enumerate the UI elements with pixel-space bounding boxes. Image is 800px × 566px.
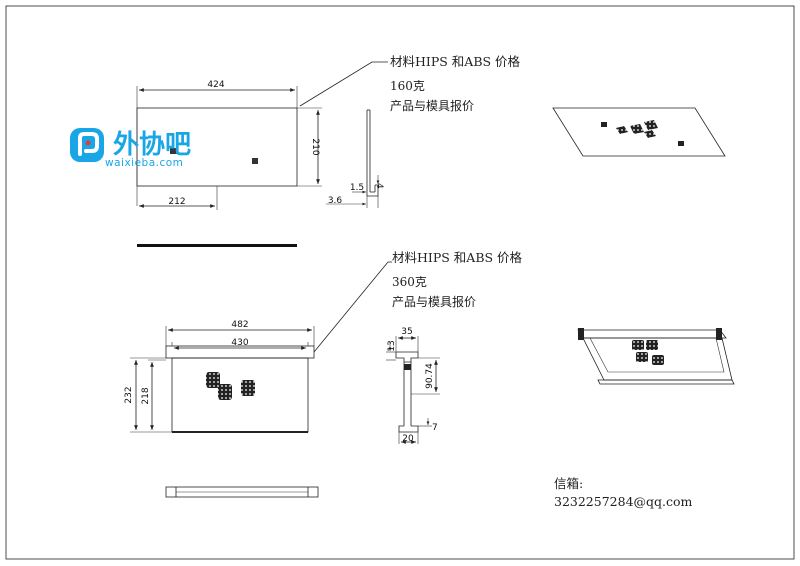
dim-rail: 13 [387,340,397,351]
dim-depth: 90.74 [425,363,435,389]
dim-half: 212 [168,197,185,207]
dim-wall: 3.6 [328,196,343,206]
part2-side-view: 35 13 90.74 20 7 [386,327,440,444]
dim-lip: 4 [374,183,384,189]
logo-main-text: 外协吧 [113,130,191,160]
part2-note-material: 材料HIPS 和ABS 价格 [392,250,523,265]
dim-outer-width: 482 [231,320,248,330]
part2-edge-view [165,486,319,498]
dim-step: 7 [432,423,438,433]
waixieba-logo: 外协吧 waixieba.com [70,128,191,169]
waixieba-logo-icon [70,128,104,162]
part1-note-quote: 产品与模具报价 [390,98,474,113]
logo-sub-text: waixieba.com [105,157,183,169]
part2-leader-line [313,261,392,353]
dim-inner-width: 430 [231,338,248,348]
contact-label: 信箱: [554,476,583,491]
part1-mark [170,148,178,154]
part1-note-weight: 160克 [390,79,425,93]
part2-note-quote: 产品与模具报价 [392,294,476,309]
part1-front-view: 424 210 212 [136,80,322,210]
part1-leader-line [299,61,388,107]
drawing-frame [5,5,795,560]
part1-edge-view [137,244,297,247]
part2-body-outline [171,357,309,433]
part2-front-view: 482 430 232 218 [124,320,315,433]
dim-flange: 35 [401,327,412,337]
dim-height: 210 [310,138,320,155]
dim-inner-height: 218 [141,387,151,404]
dim-thickness: 1.5 [350,183,364,193]
part1-isometric-view [552,107,726,157]
part2-isometric-view [577,328,735,385]
part1-note-material: 材料HIPS 和ABS 价格 [390,54,521,69]
dim-outer-height: 232 [124,386,134,403]
dim-bottom: 20 [402,434,414,444]
part1-side-view: 1.5 3.6 4 [326,109,384,208]
contact-email: 3232257284@qq.com [554,494,693,509]
part2-note-weight: 360克 [392,275,427,289]
dim-width: 424 [207,80,224,90]
part1-mark [252,158,258,164]
